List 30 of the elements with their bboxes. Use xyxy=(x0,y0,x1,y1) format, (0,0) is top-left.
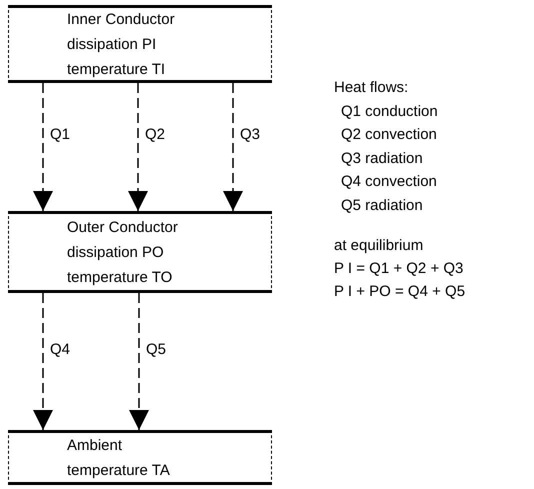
arrow xyxy=(33,293,53,430)
box-text: Ambient xyxy=(67,436,124,456)
edge-label: Q4 xyxy=(49,342,72,356)
box-text: Outer Conductor xyxy=(67,218,179,238)
note-text: Heat flows: xyxy=(334,78,408,98)
box-text: temperature TA xyxy=(67,460,171,480)
note-text: P I = Q1 + Q2 + Q3 xyxy=(334,259,464,279)
note-text: Q3 radiation xyxy=(341,149,423,169)
box-text: dissipation PO xyxy=(67,242,165,262)
note-text: P I + PO = Q4 + Q5 xyxy=(334,282,466,302)
note-text: Q4 convection xyxy=(341,172,437,192)
box-text: Inner Conductor xyxy=(67,10,176,30)
note-text: Q1 conduction xyxy=(341,102,438,122)
note-text: at equilibrium xyxy=(334,236,424,256)
box-text: dissipation PI xyxy=(67,34,158,54)
arrow xyxy=(128,83,148,211)
note-text: Q2 convection xyxy=(341,125,437,145)
arrow xyxy=(223,83,243,211)
edge-label: Q2 xyxy=(144,127,166,142)
process-box xyxy=(8,5,272,83)
edge-label: Q1 xyxy=(49,127,72,142)
process-box xyxy=(8,211,272,293)
process-box xyxy=(8,430,272,485)
box-text: temperature TO xyxy=(67,268,174,288)
note-text: Q5 radiation xyxy=(341,196,423,216)
box-text: temperature TI xyxy=(67,60,166,80)
edge-label: Q3 xyxy=(239,127,262,142)
edge-label: Q5 xyxy=(145,342,168,356)
arrow xyxy=(129,293,149,430)
arrow xyxy=(33,83,53,211)
